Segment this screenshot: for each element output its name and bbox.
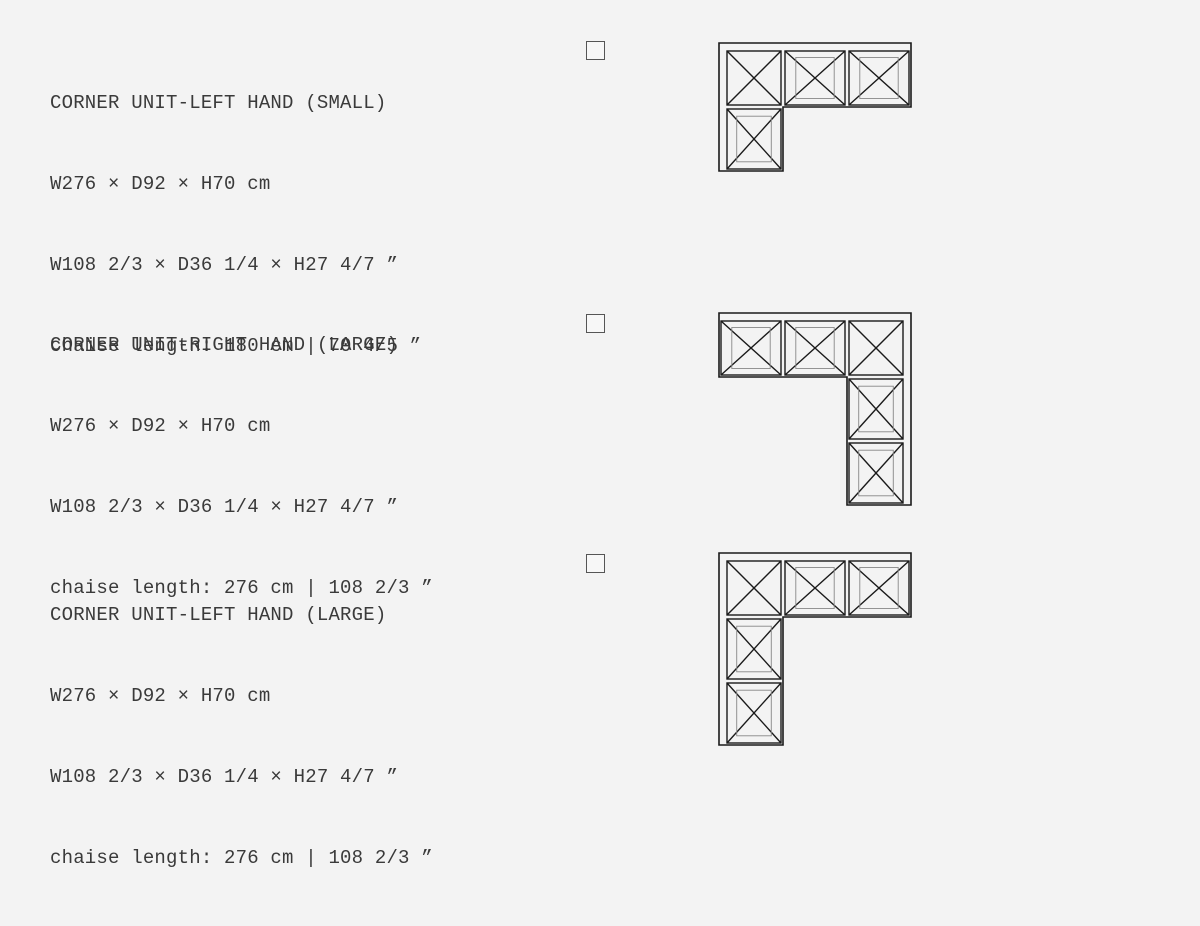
frame-outline <box>731 327 771 369</box>
seat-cushion <box>848 320 904 376</box>
cushion-cross-line <box>848 442 904 504</box>
seat-cushion <box>726 560 782 616</box>
frame-outline <box>795 327 835 369</box>
seat-cushion <box>726 682 782 744</box>
frame-outline <box>736 115 772 163</box>
frame-outline <box>736 689 772 737</box>
frame-outline <box>859 57 899 99</box>
seat-cushion <box>848 50 910 106</box>
unit-dimensions-cm: W276 × D92 × H70 cm <box>50 415 271 437</box>
cushion-cross-line <box>726 108 782 170</box>
cushion-cross-line <box>726 682 782 744</box>
frame-outline <box>859 567 899 609</box>
unit-spec-text: CORNER UNIT-LEFT HAND (LARGE) W276 × D92… <box>50 548 433 926</box>
cushion-cross-line <box>784 50 846 106</box>
cushion-cross-line <box>848 560 910 616</box>
seat-cushion <box>848 560 910 616</box>
unit-dimensions-inches: W108 2/3 × D36 1/4 × H27 4/7 ” <box>50 766 399 788</box>
cushion-cross-line <box>848 378 904 440</box>
select-unit-checkbox[interactable] <box>586 41 605 60</box>
unit-spec-text: CORNER UNIT-LEFT HAND (SMALL) W276 × D92… <box>50 36 421 414</box>
unit-chaise-length: chaise length: 276 cm | 108 2/3 ” <box>50 577 433 599</box>
seat-cushion <box>784 50 846 106</box>
cushion-cross-line <box>848 320 904 376</box>
seat-cushion <box>726 618 782 680</box>
sofa-outline <box>718 552 912 746</box>
frame-outline <box>858 449 894 497</box>
unit-name: CORNER UNIT-LEFT HAND (LARGE) <box>50 604 387 626</box>
cushion-cross-line <box>726 560 782 616</box>
select-unit-checkbox[interactable] <box>586 314 605 333</box>
floor-plan-diagram <box>718 312 912 506</box>
cushion-cross-line <box>784 560 846 616</box>
seat-cushion <box>720 320 782 376</box>
seat-cushion <box>848 378 904 440</box>
unit-name: CORNER UNIT-RIGHT HAND (LARGE) <box>50 334 399 356</box>
cushion-cross-line <box>720 320 782 376</box>
unit-dimensions-inches: W108 2/3 × D36 1/4 × H27 4/7 ” <box>50 496 399 518</box>
cushion-cross-line <box>726 618 782 680</box>
frame-outline <box>795 567 835 609</box>
floor-plan-diagram <box>718 42 912 172</box>
unit-chaise-length: chaise length: 276 cm | 108 2/3 ” <box>50 847 433 869</box>
select-unit-checkbox[interactable] <box>586 554 605 573</box>
cushion-cross-line <box>784 320 846 376</box>
sofa-outline <box>718 312 912 506</box>
unit-name: CORNER UNIT-LEFT HAND (SMALL) <box>50 92 387 114</box>
seat-cushion <box>784 320 846 376</box>
unit-dimensions-cm: W276 × D92 × H70 cm <box>50 685 271 707</box>
unit-chaise-length: chaise length: 180 cm | 70 4/5 ” <box>50 335 422 357</box>
cushion-cross-line <box>726 50 782 106</box>
frame-outline <box>795 57 835 99</box>
unit-dimensions-inches: W108 2/3 × D36 1/4 × H27 4/7 ” <box>50 254 399 276</box>
seat-cushion <box>726 50 782 106</box>
unit-spec-text: CORNER UNIT-RIGHT HAND (LARGE) W276 × D9… <box>50 278 433 656</box>
sofa-outline <box>718 42 912 172</box>
frame-outline <box>736 625 772 673</box>
floor-plan-diagram <box>718 552 912 746</box>
frame-outline <box>858 385 894 433</box>
seat-cushion <box>848 442 904 504</box>
seat-cushion <box>784 560 846 616</box>
cushion-cross-line <box>848 50 910 106</box>
seat-cushion <box>726 108 782 170</box>
unit-dimensions-cm: W276 × D92 × H70 cm <box>50 173 271 195</box>
